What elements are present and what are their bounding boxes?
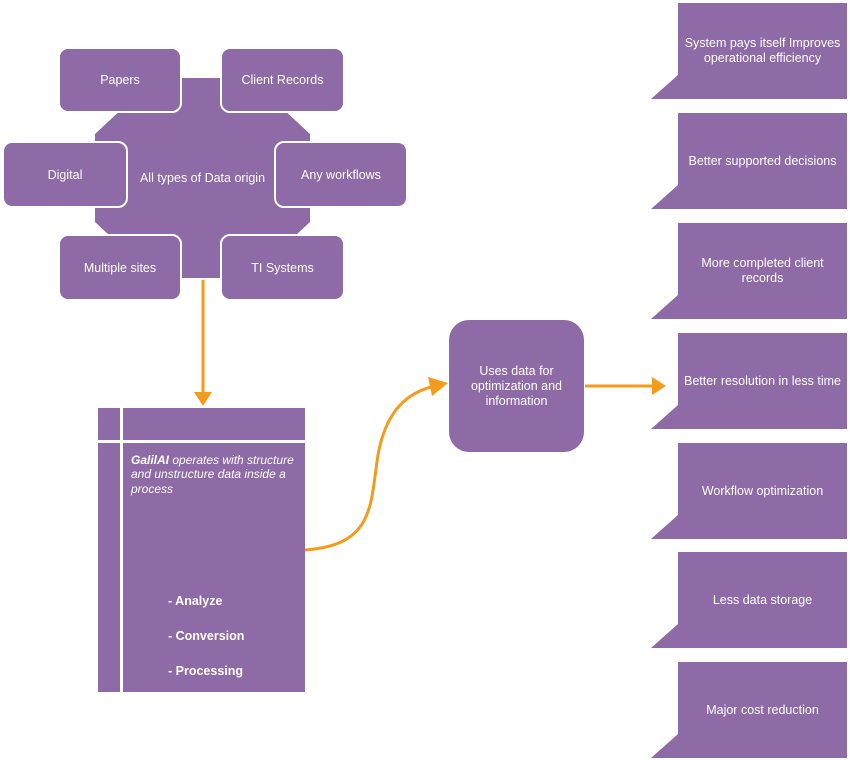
source-multiple-sites: Multiple sites — [58, 234, 182, 301]
benefit-label: Better resolution in less time — [684, 373, 842, 388]
process-box: GalilAI operates with structure and unst… — [98, 408, 305, 692]
benefit-callout: Better supported decisions — [651, 113, 847, 209]
benefit-label: System pays itself Improves operational … — [684, 36, 841, 65]
source-multiple-sites-label: Multiple sites — [83, 260, 157, 275]
benefit-label: Less data storage — [712, 592, 813, 607]
process-step-processing: - Processing — [168, 664, 244, 678]
process-description-text: operates with structure and unstructure … — [131, 453, 294, 496]
arrowhead-curve — [428, 377, 448, 396]
callout-tail — [651, 185, 678, 209]
source-ti-systems: TI Systems — [220, 234, 345, 301]
arrowhead-right — [652, 377, 666, 395]
process-step-analyze: - Analyze — [168, 594, 223, 608]
benefit-label: Workflow optimization — [701, 483, 824, 498]
benefit-callout: Workflow optimization — [651, 443, 847, 539]
uses-data-box: Uses data for optimization and informati… — [449, 320, 584, 452]
source-client-records-label: Client Records — [241, 73, 324, 87]
benefit-callout: More completed client records — [651, 223, 847, 319]
source-any-workflows: Any workflows — [274, 141, 408, 208]
callout-tail — [651, 295, 678, 319]
benefit-callout: Major cost reduction — [651, 662, 847, 758]
source-any-workflows-label: Any workflows — [301, 167, 381, 182]
arrowhead-down — [194, 392, 212, 406]
callout-tail — [651, 624, 678, 648]
callout-tail — [651, 515, 678, 539]
source-digital-label: Digital — [47, 167, 83, 182]
process-header-divider — [98, 440, 305, 443]
hub-label: All types of Data origin — [139, 171, 266, 185]
source-client-records: Client Records — [220, 47, 345, 113]
source-papers-label: Papers — [100, 73, 140, 87]
benefit-label: Better supported decisions — [688, 153, 837, 168]
process-step-conversion: - Conversion — [168, 629, 245, 643]
process-margin-divider — [120, 408, 123, 692]
callout-tail — [651, 405, 678, 429]
source-digital: Digital — [2, 141, 128, 208]
uses-data-label: Uses data for optimization and informati… — [470, 363, 563, 408]
process-brand: GalilAI — [131, 453, 170, 467]
source-ti-systems-label: TI Systems — [251, 260, 314, 275]
benefit-callout: Better resolution in less time — [651, 333, 847, 429]
source-papers: Papers — [58, 47, 182, 113]
process-description: GalilAI operates with structure and unst… — [131, 453, 296, 496]
callout-tail — [651, 75, 678, 99]
benefit-callout: Less data storage — [651, 552, 847, 648]
callout-tail — [651, 734, 678, 758]
benefit-label: More completed client records — [701, 256, 824, 285]
benefit-callout: System pays itself Improves operational … — [651, 3, 847, 99]
arrow-process-to-uses — [304, 384, 436, 552]
benefit-label: Major cost reduction — [706, 702, 819, 717]
